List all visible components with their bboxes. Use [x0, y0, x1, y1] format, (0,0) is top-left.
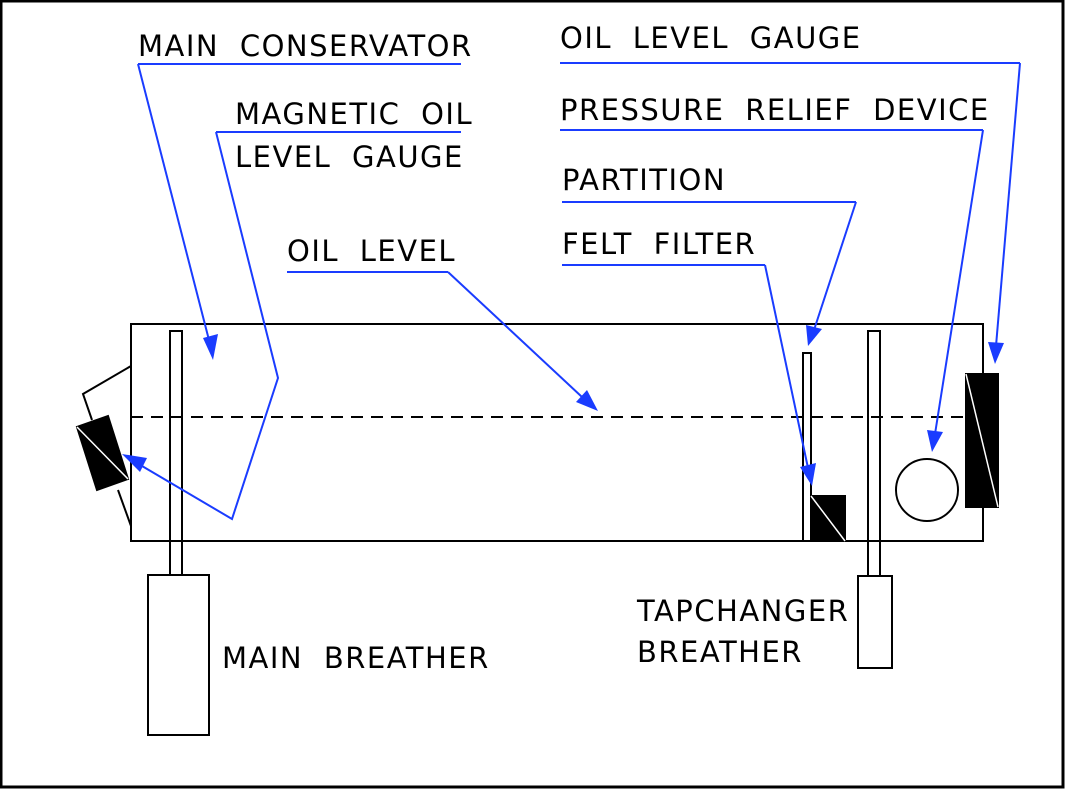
- label-tapchanger-line1: TAPCHANGER: [636, 594, 849, 628]
- label-pressure-relief: PRESSURE RELIEF DEVICE: [560, 93, 990, 127]
- label-magnetic-oil-line2: LEVEL GAUGE: [235, 140, 464, 174]
- magnetic-gauge-bracket-lower: [117, 489, 132, 527]
- arrowhead-pressure-relief: [927, 430, 943, 452]
- label-tapchanger-line2: BREATHER: [637, 635, 803, 669]
- leader-oil-level-gauge: [995, 62, 1021, 347]
- arrowhead-main-conservator: [203, 334, 218, 360]
- conservator-tank: [130, 323, 984, 542]
- leader-oil-level: [447, 271, 583, 398]
- arrowhead-oil-level-gauge: [988, 342, 1004, 364]
- label-felt-filter: FELT FILTER: [562, 227, 756, 261]
- label-main-breather: MAIN BREATHER: [222, 641, 490, 675]
- tapchanger-breather-pipe: [867, 330, 881, 577]
- label-partition: PARTITION: [562, 163, 726, 197]
- arrowhead-felt-filter: [800, 463, 816, 486]
- tapchanger-breather: [857, 575, 893, 669]
- label-oil-level: OIL LEVEL: [287, 234, 456, 268]
- arrowhead-oil-level: [576, 390, 598, 411]
- main-breather: [147, 574, 210, 736]
- pressure-relief-device: [895, 458, 959, 522]
- arrowhead-magnetic-gauge: [122, 454, 147, 472]
- leader-magnetic-gauge: [141, 131, 280, 521]
- leader-partition: [813, 201, 857, 331]
- oil-level-gauge-diagonal: [965, 373, 999, 508]
- leader-pressure-relief: [934, 129, 984, 435]
- felt-filter-diagonal: [810, 495, 846, 542]
- label-oil-level-gauge: OIL LEVEL GAUGE: [560, 21, 862, 55]
- magnetic-gauge-bracket: [81, 365, 132, 421]
- leader-felt-filter: [764, 264, 809, 469]
- main-breather-pipe: [169, 330, 183, 576]
- magnetic-gauge-diagonal: [76, 426, 129, 480]
- arrowhead-partition: [806, 325, 822, 346]
- leader-main-conservator: [137, 63, 211, 345]
- label-magnetic-oil-line1: MAGNETIC OIL: [235, 97, 473, 131]
- label-main-conservator: MAIN CONSERVATOR: [138, 29, 473, 63]
